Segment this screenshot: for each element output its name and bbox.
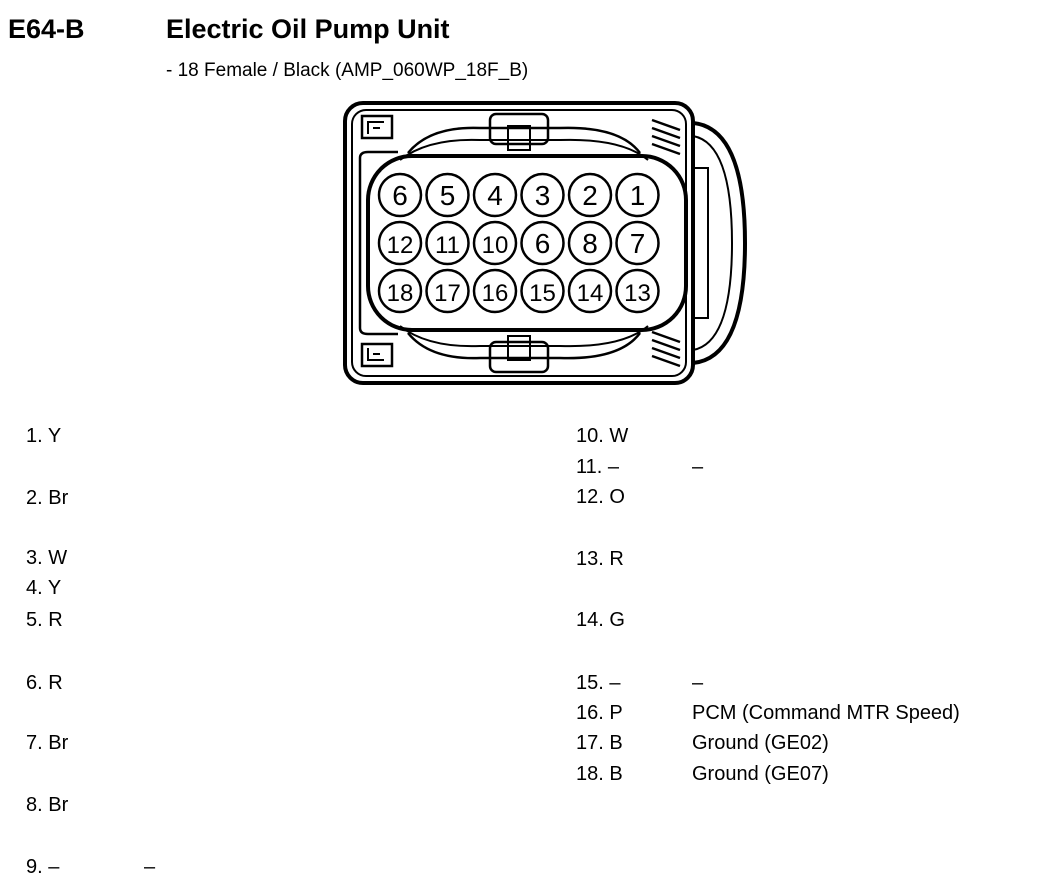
pin-label: 10. W — [576, 425, 629, 447]
pin-label: 5. R — [26, 609, 63, 631]
pin-cavity-circle — [615, 220, 660, 266]
housing-outline — [343, 101, 695, 385]
pin-number: 18 — [387, 280, 414, 307]
pin-label: 7. Br — [26, 732, 69, 754]
shroud-top — [407, 126, 642, 154]
pin-number: 16 — [482, 280, 509, 307]
pin-cavity-circle — [615, 172, 660, 218]
corner-marker-top — [360, 114, 394, 140]
pin-number: 14 — [577, 280, 604, 307]
pin-label: 4. Y — [26, 577, 62, 599]
pin-cavity-circle — [472, 268, 518, 314]
pin-number: 2 — [582, 180, 598, 211]
pin-cavity-circle — [377, 172, 423, 218]
pin-number: 1 — [630, 180, 646, 211]
pin-label: 17. B — [576, 732, 623, 754]
pin-number: 6 — [392, 180, 408, 211]
pin-number: 4 — [487, 180, 503, 211]
pin-label: 1. Y — [26, 425, 62, 447]
pin-number: 7 — [630, 228, 646, 259]
pin-cavity-circle — [472, 220, 518, 266]
pin-cavity-circle — [520, 220, 565, 266]
pin-description: – — [692, 456, 704, 478]
pin-label: 15. – — [576, 672, 621, 694]
pin-cavity-circle — [425, 268, 470, 314]
pin-label: 11. – — [576, 456, 619, 478]
pin-label: 2. Br — [26, 487, 69, 509]
pin-number: 13 — [624, 280, 651, 307]
pin-cavity — [366, 154, 688, 332]
pin-description: – — [692, 672, 704, 694]
pin-label: 14. G — [576, 609, 625, 631]
pin-number: 17 — [434, 280, 461, 307]
pin-label: 13. R — [576, 548, 624, 570]
pin-label: 8. Br — [26, 794, 69, 816]
pin-description: PCM (Command MTR Speed) — [692, 702, 960, 724]
pin-number: 15 — [529, 280, 556, 307]
pin-number: 11 — [435, 232, 460, 259]
pin-label: 16. P — [576, 702, 623, 724]
pin-description: Ground (GE07) — [692, 763, 829, 785]
pin-label: 9. – — [26, 856, 60, 878]
pin-cavity-circle — [472, 172, 518, 218]
connector-code: E64-B — [8, 14, 85, 44]
pin-number: 8 — [582, 228, 598, 259]
latch-inner-outline — [692, 135, 734, 351]
pin-cavity-circle — [615, 268, 660, 314]
connector-title: Electric Oil Pump Unit — [166, 14, 450, 44]
pin-label: 18. B — [576, 763, 623, 785]
pin-label: 6. R — [26, 672, 63, 694]
pin-cavity-circle — [567, 220, 613, 266]
pin-description: Ground (GE02) — [692, 732, 829, 754]
pin-label: 12. O — [576, 486, 625, 508]
pin-cavity-circle — [377, 220, 423, 266]
pin-description: – — [144, 856, 156, 878]
hatch-marks — [651, 118, 681, 368]
pin-number: 10 — [482, 232, 509, 259]
pin-cavity-circle — [567, 172, 613, 218]
pin-number: 12 — [387, 232, 414, 259]
pin-cavity-circle — [425, 220, 470, 266]
latch-outline — [692, 121, 748, 365]
connector-subtitle: - 18 Female / Black (AMP_060WP_18F_B) — [166, 60, 529, 81]
pin-cavity-circle — [520, 268, 565, 314]
pin-cavity-circle — [520, 172, 565, 218]
pin-number: 3 — [535, 180, 551, 211]
shroud-bottom — [407, 332, 642, 360]
pin-number: 6 — [535, 228, 551, 259]
pin-label: 3. W — [26, 547, 68, 569]
pin-cavity-circle — [425, 172, 470, 218]
pin-number: 5 — [440, 180, 456, 211]
pin-cavity-circle — [377, 268, 423, 314]
corner-marker-bottom — [360, 342, 394, 368]
pin-cavity-circle — [567, 268, 613, 314]
